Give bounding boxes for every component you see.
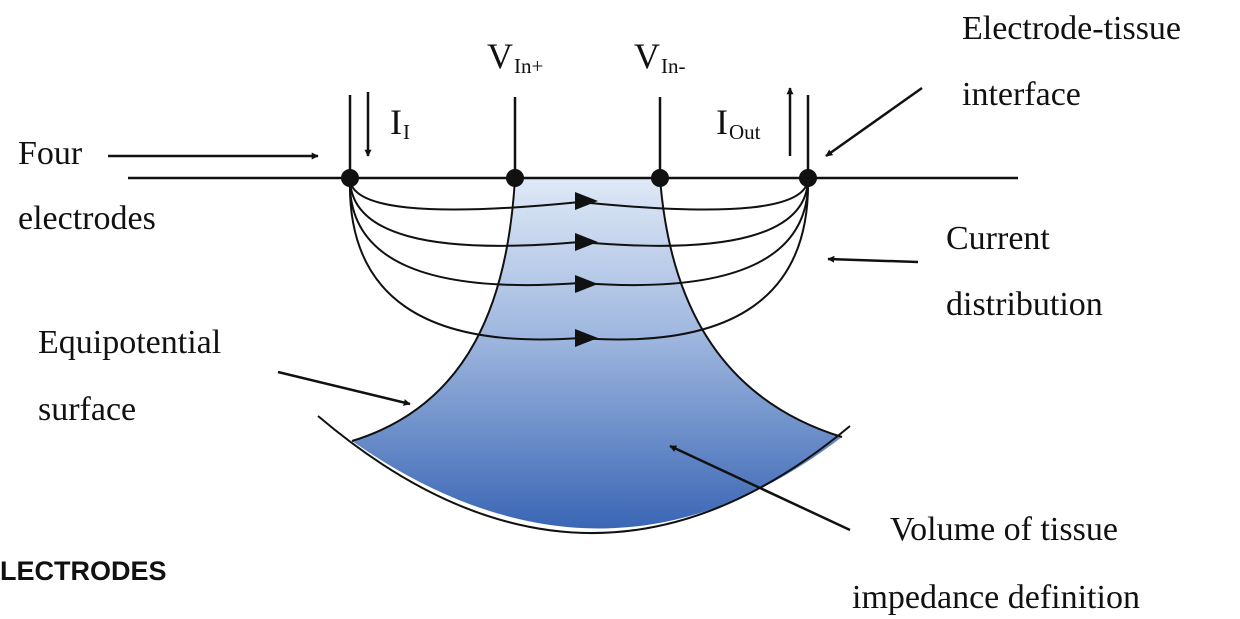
v-in-minus-subscript: In- xyxy=(661,54,686,78)
label-electrode-tissue: Electrode-tissue xyxy=(962,10,1182,47)
v-in-minus-main: V xyxy=(634,36,660,76)
current-in-main: I xyxy=(390,102,402,142)
equipotential-bottom-arc xyxy=(317,415,851,534)
current-arrowhead-3 xyxy=(575,275,598,293)
electrode-dot-3 xyxy=(651,169,669,187)
tissue-volume xyxy=(352,178,842,529)
interface-pointer-arrow xyxy=(825,86,923,158)
current-arrowhead-2 xyxy=(575,233,598,251)
current-out-subscript: Out xyxy=(729,120,761,144)
volume-pointer-arrow xyxy=(669,444,851,532)
current-in-subscript: I xyxy=(403,120,410,144)
v-in-plus-subscript: In+ xyxy=(514,54,544,78)
current-out-main: I xyxy=(716,102,728,142)
label-surface: surface xyxy=(38,391,137,428)
electrode-dot-2 xyxy=(506,169,524,187)
current-distribution-pointer-arrow xyxy=(827,255,919,264)
current-arrowhead-4 xyxy=(575,329,598,347)
label-v-in-plus: VIn+ xyxy=(487,38,543,77)
label-current-out: IOut xyxy=(716,104,761,143)
label-interface: interface xyxy=(962,76,1081,113)
current-arrowhead-1 xyxy=(575,192,598,210)
label-four: Four xyxy=(18,135,83,172)
equipotential-line-left xyxy=(351,177,516,442)
label-electrodes: electrodes xyxy=(18,200,156,237)
electrode-dot-1 xyxy=(341,169,359,187)
electrode-dot-4 xyxy=(799,169,817,187)
label-current: Current xyxy=(946,220,1050,257)
v-in-plus-main: V xyxy=(487,36,513,76)
label-current-in: II xyxy=(390,104,410,143)
label-volume-of-tissue: Volume of tissue xyxy=(890,511,1118,548)
label-v-in-minus: VIn- xyxy=(634,38,686,77)
label-equipotential: Equipotential xyxy=(38,324,222,361)
electrodes-heading-fragment: LECTRODES xyxy=(0,556,167,586)
equipotential-pointer-arrow xyxy=(277,370,411,406)
label-impedance-definition: impedance definition xyxy=(852,579,1140,616)
label-distribution: distribution xyxy=(946,286,1103,323)
